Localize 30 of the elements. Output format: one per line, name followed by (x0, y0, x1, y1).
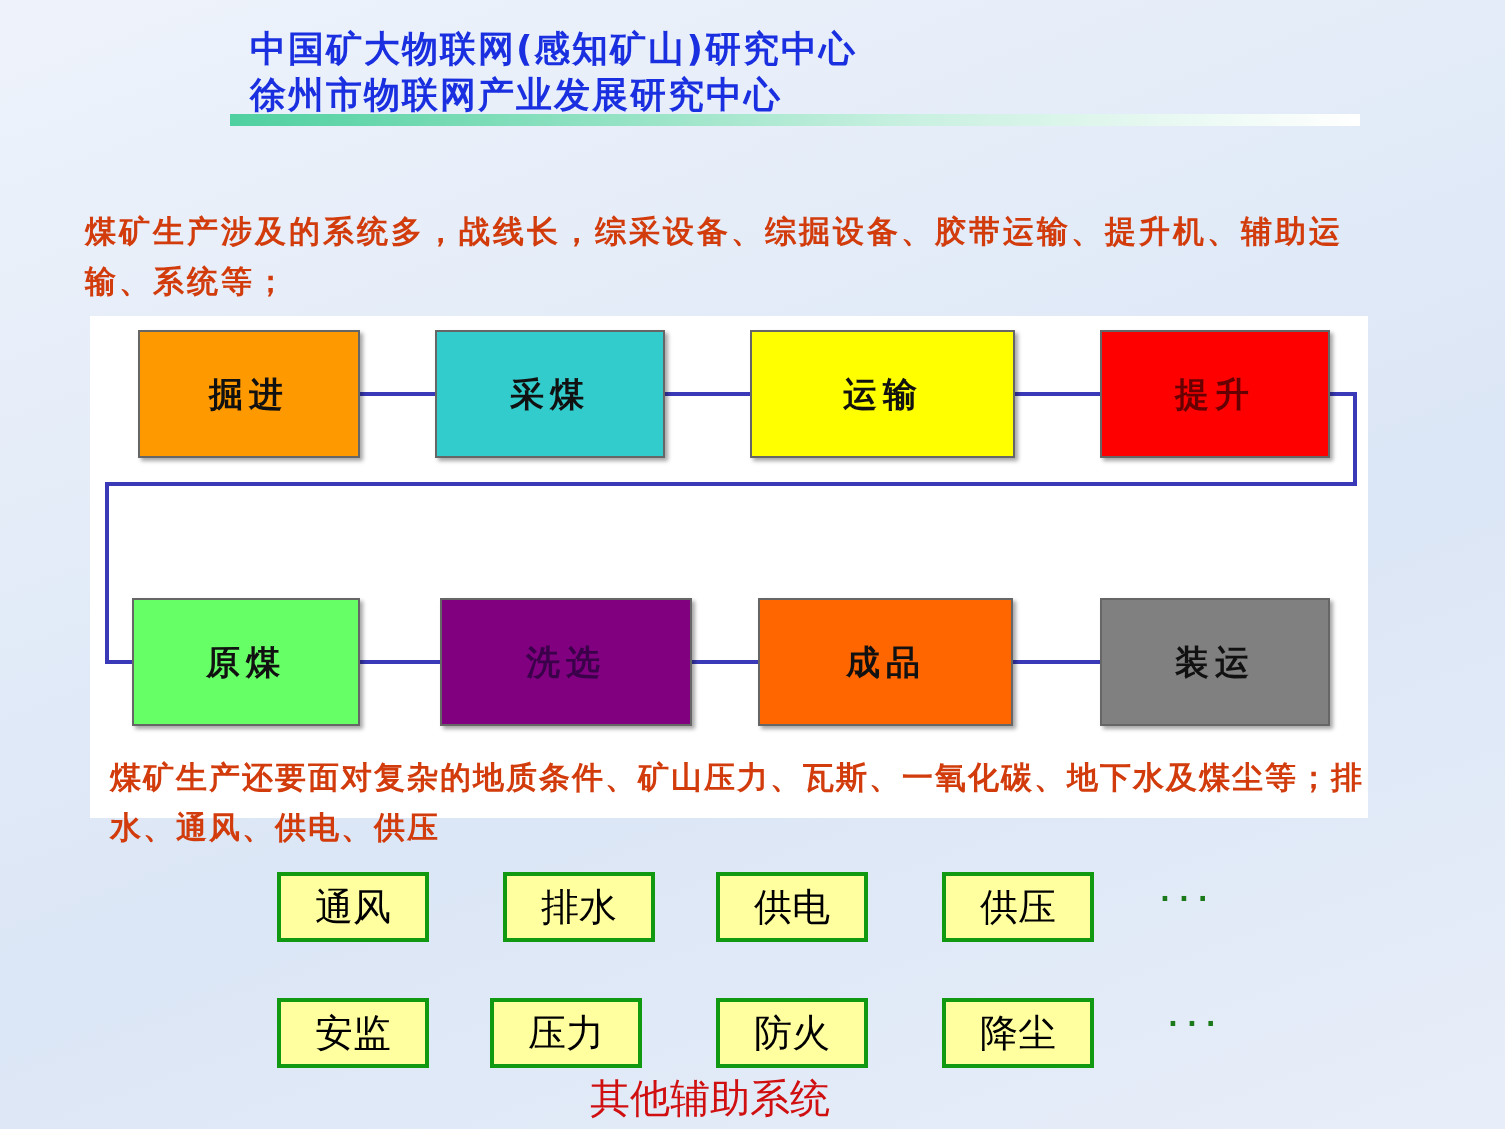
connector-line (692, 660, 758, 664)
connector-line (665, 392, 750, 396)
subsystem-box: 供压 (942, 872, 1094, 942)
process-box: 洗选 (440, 598, 692, 726)
connector-line (1013, 660, 1100, 664)
subsystem-box: 供电 (716, 872, 868, 942)
process-box: 成品 (758, 598, 1013, 726)
group-caption: 其他辅助系统 (590, 1074, 830, 1123)
subsystem-box: 安监 (277, 998, 429, 1068)
ellipsis: · · · (1160, 883, 1208, 916)
connector-line (1015, 392, 1100, 396)
subsystem-box: 排水 (503, 872, 655, 942)
description-text: 煤矿生产涉及的系统多，战线长，综采设备、综掘设备、胶带运输、提升机、辅助运输、系统等； (85, 212, 1344, 301)
description-text: 煤矿生产还要面对复杂的地质条件、矿山压力、瓦斯、一氧化碳、地下水及煤尘等；排水、通风、供电、供压 (110, 758, 1365, 847)
ellipsis: · · · (1168, 1008, 1216, 1041)
subsystem-box: 压力 (490, 998, 642, 1068)
process-box: 采煤 (435, 330, 665, 458)
connector-line (360, 392, 435, 396)
process-box: 原煤 (132, 598, 360, 726)
title: 徐州市物联网产业发展研究中心 (250, 73, 783, 117)
subsystem-box: 防火 (716, 998, 868, 1068)
subsystem-box: 降尘 (942, 998, 1094, 1068)
process-box: 运输 (750, 330, 1015, 458)
process-box: 掘进 (138, 330, 360, 458)
process-box: 装运 (1100, 598, 1330, 726)
connector-line (360, 660, 440, 664)
connector-line (105, 392, 1357, 664)
process-box: 提升 (1100, 330, 1330, 458)
title: 中国矿大物联网(感知矿山)研究中心 (250, 27, 858, 71)
subsystem-box: 通风 (277, 872, 429, 942)
